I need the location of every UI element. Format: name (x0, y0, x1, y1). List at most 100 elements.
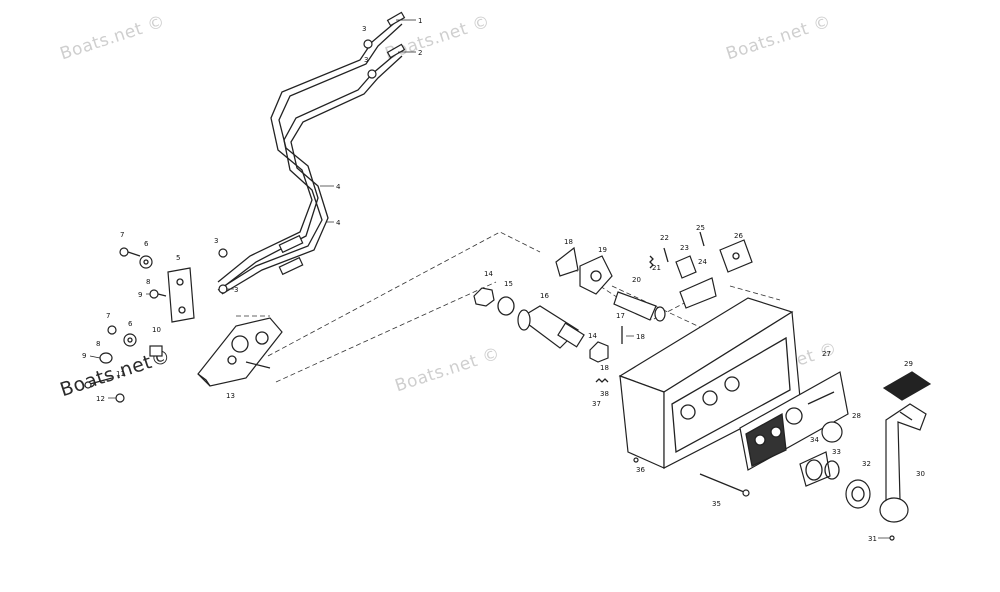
bolt (699, 473, 750, 497)
cable-nut (367, 69, 377, 79)
washer (123, 333, 137, 347)
plug-cap (821, 421, 843, 443)
callout-label: 4 (336, 183, 341, 191)
screw (889, 535, 895, 541)
callout-label: 12 (96, 395, 105, 403)
lever-bracket (675, 255, 697, 279)
callout-label: 29 (904, 360, 913, 368)
callout-label: 37 (592, 400, 601, 408)
cable-nut (218, 284, 228, 294)
mounting-plate (197, 317, 283, 387)
cable-end-fitting (386, 11, 406, 27)
hub (799, 451, 831, 487)
neutral-switch (719, 239, 753, 273)
collar (845, 479, 871, 509)
washer (824, 460, 840, 480)
callout-label: 30 (916, 470, 925, 478)
shift-rod (613, 291, 666, 322)
washer (139, 255, 153, 269)
callout-label: 26 (734, 232, 743, 240)
cable-nut (363, 39, 373, 49)
screw (107, 325, 117, 335)
callout-label: 31 (868, 535, 877, 543)
callout-label: 5 (176, 254, 180, 262)
callout-label: 7 (120, 231, 124, 239)
cable-nut (218, 248, 228, 258)
shift-cable (217, 51, 403, 295)
screw (149, 289, 167, 299)
nut (115, 393, 125, 403)
spring (649, 255, 654, 269)
callout-label: 9 (82, 352, 86, 360)
cable-crimp (278, 234, 304, 254)
screw (699, 231, 705, 247)
shaft (517, 305, 585, 349)
bolt (84, 377, 113, 389)
callout-label: 36 (636, 466, 645, 474)
callout-label: 3 (214, 237, 218, 245)
callout-label: 20 (632, 276, 641, 284)
callout-label: 18 (636, 333, 645, 341)
callout-label: 8 (96, 340, 100, 348)
callout-label: 14 (484, 270, 493, 278)
callout-label: 4 (336, 219, 341, 227)
callout-label: 2 (418, 49, 422, 57)
callout-label: 25 (696, 224, 705, 232)
callout-label: 14 (588, 332, 597, 340)
screw (99, 352, 113, 364)
callout-label: 21 (652, 264, 661, 272)
callout-label: 22 (660, 234, 669, 242)
callout-label: 9 (138, 291, 142, 299)
detent-pin (663, 247, 669, 263)
callout-label: 23 (680, 244, 689, 252)
assembly-leader (729, 285, 781, 301)
assembly-leader (275, 281, 497, 383)
cam (555, 246, 579, 277)
cable-crimp (278, 256, 304, 276)
bushing (149, 345, 163, 357)
callout-label: 34 (810, 436, 819, 444)
callout-label: 19 (598, 246, 607, 254)
hex-nut (589, 341, 609, 363)
callout-label: 35 (712, 500, 721, 508)
callout-label: 1 (418, 17, 422, 25)
callout-label: 32 (862, 460, 871, 468)
lever-plate (679, 277, 717, 309)
callout-label: 15 (504, 280, 513, 288)
hex-nut (473, 287, 495, 307)
callout-label: 18 (600, 364, 609, 372)
callout-label: 8 (146, 278, 150, 286)
callout-label: 3 (234, 286, 238, 294)
callout-label: 18 (564, 238, 573, 246)
handle-arm (879, 403, 927, 523)
spring (595, 378, 609, 383)
screw (119, 247, 141, 257)
o-ring (497, 296, 515, 316)
bracket (167, 267, 195, 323)
nameplate-decal (739, 371, 849, 471)
handle-grip (882, 371, 932, 401)
callout-label: 17 (616, 312, 625, 320)
detent-housing (579, 255, 613, 295)
callout-label: 7 (106, 312, 110, 320)
callout-label: 16 (540, 292, 549, 300)
callout-label: 10 (152, 326, 161, 334)
cable-end-fitting (386, 43, 406, 59)
callout-label: 24 (698, 258, 707, 266)
callout-label: 6 (128, 320, 133, 328)
callout-label: 27 (822, 350, 831, 358)
callout-label: 3 (364, 56, 368, 64)
control-box-housing (618, 297, 801, 469)
throttle-cable (217, 19, 403, 289)
callout-label: 13 (226, 392, 235, 400)
assembly-leader (267, 231, 541, 357)
callout-label: 3 (362, 25, 366, 33)
callout-label: 11 (116, 370, 125, 378)
assembly-leader (611, 285, 703, 329)
callout-label: 33 (832, 448, 841, 456)
callout-label: 6 (144, 240, 149, 248)
callout-label: 28 (852, 412, 861, 420)
callout-label: 38 (600, 390, 609, 398)
